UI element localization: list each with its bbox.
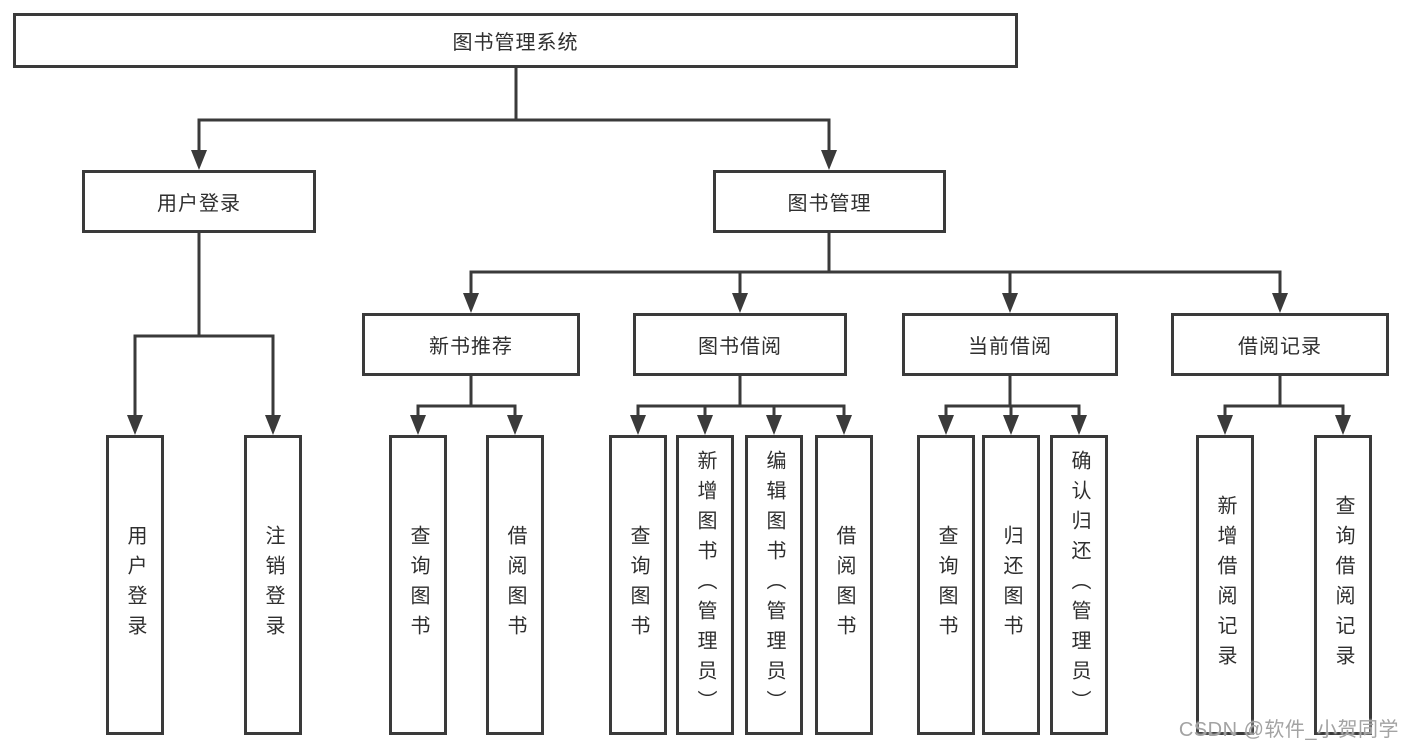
leaf-logout-label: 注销登录 [262, 525, 284, 645]
node-book-management-label: 图书管理 [787, 193, 872, 215]
node-root: 图书管理系统 [13, 13, 1018, 68]
arrowhead-down-icon [697, 415, 713, 435]
arrowhead-down-icon [1272, 293, 1288, 313]
leaf-confirm-return-admin: 确认归还（管理员） [1050, 435, 1108, 735]
leaf-query-borrow-record-label: 查询借阅记录 [1332, 495, 1354, 675]
node-borrowing-records-label: 借阅记录 [1238, 336, 1322, 358]
arrowhead-down-icon [410, 415, 426, 435]
leaf-add-books-admin: 新增图书（管理员） [676, 435, 734, 735]
node-book-management: 图书管理 [713, 170, 946, 233]
leaf-query-borrow-record: 查询借阅记录 [1314, 435, 1372, 735]
leaf-query-books-borrowing-label: 查询图书 [627, 525, 649, 645]
node-new-book-recommend-label: 新书推荐 [429, 336, 513, 358]
leaf-add-borrow-record-label: 新增借阅记录 [1214, 495, 1236, 675]
arrowhead-down-icon [938, 415, 954, 435]
leaf-user-login-label: 用户登录 [124, 525, 146, 645]
leaf-edit-books-admin-label: 编辑图书（管理员） [763, 450, 785, 720]
leaf-add-borrow-record: 新增借阅记录 [1196, 435, 1254, 735]
arrowhead-down-icon [127, 415, 143, 435]
node-borrowing-records: 借阅记录 [1171, 313, 1389, 376]
leaf-query-books-recommend-label: 查询图书 [407, 525, 429, 645]
arrowhead-down-icon [630, 415, 646, 435]
leaf-return-books: 归还图书 [982, 435, 1040, 735]
leaf-add-books-admin-label: 新增图书（管理员） [694, 450, 716, 720]
arrowhead-down-icon [1071, 415, 1087, 435]
arrowhead-down-icon [732, 293, 748, 313]
node-new-book-recommend: 新书推荐 [362, 313, 580, 376]
leaf-borrow-books-recommend: 借阅图书 [486, 435, 544, 735]
leaf-borrow-books-borrowing-label: 借阅图书 [833, 525, 855, 645]
leaf-user-login: 用户登录 [106, 435, 164, 735]
leaf-edit-books-admin: 编辑图书（管理员） [745, 435, 803, 735]
arrowhead-down-icon [836, 415, 852, 435]
arrowhead-down-icon [1003, 415, 1019, 435]
leaf-return-books-label: 归还图书 [1000, 525, 1022, 645]
arrowhead-down-icon [507, 415, 523, 435]
arrowhead-down-icon [463, 293, 479, 313]
leaf-query-books-current: 查询图书 [917, 435, 975, 735]
leaf-logout: 注销登录 [244, 435, 302, 735]
leaf-query-books-current-label: 查询图书 [935, 525, 957, 645]
node-root-label: 图书管理系统 [452, 32, 579, 54]
csdn-watermark: CSDN @软件_小贺同学 [1178, 719, 1399, 741]
leaf-query-books-recommend: 查询图书 [389, 435, 447, 735]
leaf-borrow-books-borrowing: 借阅图书 [815, 435, 873, 735]
arrowhead-down-icon [821, 150, 837, 170]
node-book-borrowing: 图书借阅 [633, 313, 847, 376]
leaf-borrow-books-recommend-label: 借阅图书 [504, 525, 526, 645]
arrowhead-down-icon [1335, 415, 1351, 435]
node-current-borrowing-label: 当前借阅 [968, 336, 1052, 358]
node-user-login-label: 用户登录 [157, 193, 241, 215]
arrowhead-down-icon [265, 415, 281, 435]
leaf-query-books-borrowing: 查询图书 [609, 435, 667, 735]
arrowhead-down-icon [1217, 415, 1233, 435]
leaf-confirm-return-admin-label: 确认归还（管理员） [1068, 450, 1090, 720]
arrowhead-down-icon [766, 415, 782, 435]
node-current-borrowing: 当前借阅 [902, 313, 1118, 376]
node-user-login: 用户登录 [82, 170, 316, 233]
arrowhead-down-icon [191, 150, 207, 170]
node-book-borrowing-label: 图书借阅 [698, 336, 782, 358]
arrowhead-down-icon [1002, 293, 1018, 313]
